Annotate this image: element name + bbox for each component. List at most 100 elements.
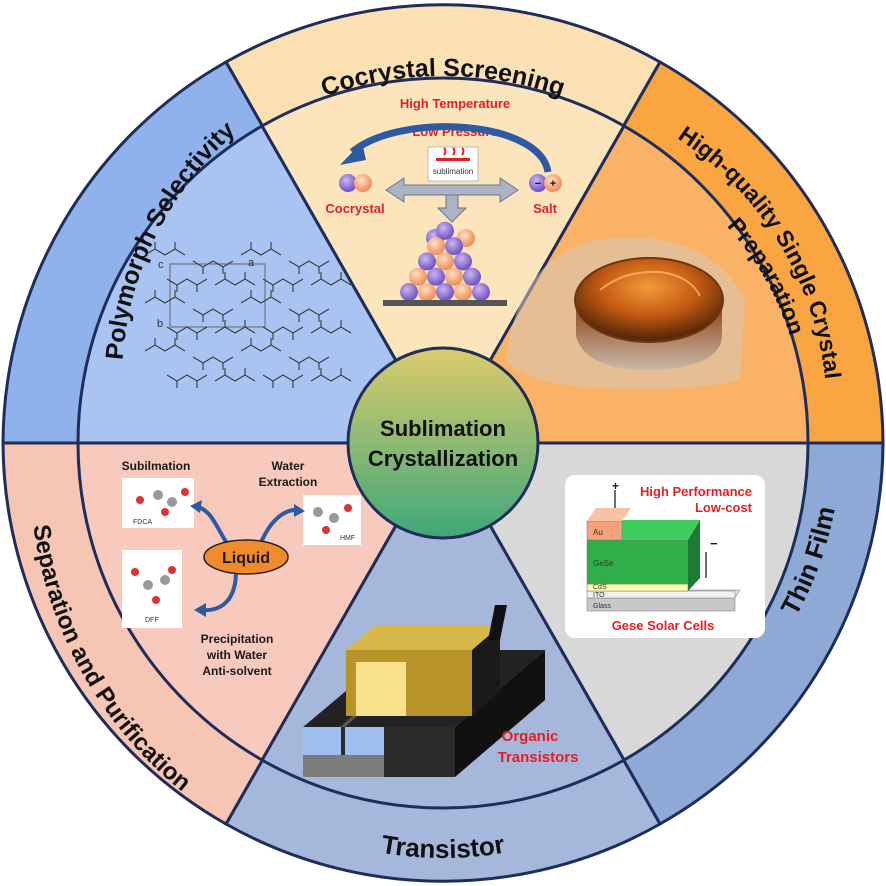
cocrystal-molecule-b <box>354 174 372 192</box>
heat-waves-icon <box>443 147 465 156</box>
crystal-top <box>574 257 724 343</box>
au-top <box>587 508 631 521</box>
dff-molecule-card <box>122 550 182 628</box>
lattice-molecule <box>144 338 186 352</box>
arrow-to-dff-head <box>194 603 206 617</box>
with-water-label: with Water <box>206 648 268 662</box>
transistor-illustration: Organic Transistors <box>303 605 578 777</box>
lattice-molecule <box>214 320 256 334</box>
lattice-molecule <box>310 272 352 286</box>
precipitation-label: Precipitation <box>201 632 274 646</box>
double-arrow <box>385 177 519 203</box>
pyramid-molecule <box>409 267 427 286</box>
pyramid-molecule <box>454 283 472 301</box>
salt-label: Salt <box>533 201 558 216</box>
lattice-molecule <box>240 290 282 304</box>
sublimation-icon-label: sublimation <box>433 167 473 176</box>
cocrystal-illustration: High Temperature Low Pressure sublimatio… <box>325 96 562 306</box>
gate-side <box>472 626 500 716</box>
panel-polymorph <box>76 123 446 445</box>
gate-pillar <box>488 605 507 640</box>
water-label: Water <box>272 459 305 473</box>
pyramid-molecule <box>436 283 454 301</box>
plus-sign-icon: + <box>550 178 556 190</box>
hmf-atom <box>322 526 330 534</box>
source-electrode <box>303 727 341 755</box>
hmf-atom <box>313 507 323 517</box>
fdca-label: FDCA <box>133 519 152 526</box>
liquid-label: Liquid <box>222 550 270 567</box>
ring-label-transistor: Transistor <box>379 829 506 864</box>
lattice-molecule <box>166 278 208 292</box>
channel-side <box>455 650 545 777</box>
pyramid-molecule <box>418 252 436 271</box>
lattice-molecule <box>192 356 234 370</box>
pyramid-molecule <box>436 252 454 271</box>
high-performance-label: High Performance <box>640 484 752 499</box>
separation-illustration: Subilmation Water Extraction FDCA HMF Li… <box>122 459 361 678</box>
gate-window <box>356 662 406 716</box>
cds-label: CdS <box>593 584 607 591</box>
pyramid-molecule <box>445 237 463 256</box>
pyramid-molecule <box>427 237 445 256</box>
fdca-atom <box>167 497 177 507</box>
center-title-line2: Crystallization <box>368 446 518 471</box>
curved-arrow <box>349 123 552 173</box>
sublimation-label: Subilmation <box>122 459 191 473</box>
salt-cation <box>544 174 562 192</box>
fdca-molecule-card <box>122 478 194 528</box>
dff-atom <box>131 568 139 576</box>
lattice-molecule <box>192 308 234 322</box>
hmf-atom <box>329 513 339 523</box>
sublimation-icon <box>427 146 479 182</box>
cocrystal-label: Cocrystal <box>325 201 384 216</box>
axis-label-b: b <box>157 318 163 330</box>
arrow-to-hmf-head <box>294 504 305 517</box>
salt-anion <box>529 174 547 192</box>
lattice-molecule <box>262 326 304 340</box>
pyramid-molecule <box>463 267 481 286</box>
heat-bar-icon <box>436 158 470 161</box>
gese-side <box>688 520 700 591</box>
ito-layer <box>586 590 736 599</box>
glass-label: Glass <box>593 603 611 610</box>
pyramid-molecule <box>400 283 418 301</box>
lattice-molecule <box>310 320 352 334</box>
dff-atom <box>160 575 170 585</box>
minus-sign-icon: − <box>535 178 541 190</box>
plus-terminal-icon: + <box>612 479 619 493</box>
organic-label: Organic <box>502 728 559 745</box>
dff-label: DFF <box>145 617 159 624</box>
gese-label: GeSe <box>593 559 614 568</box>
pyramid-molecule <box>427 267 445 286</box>
pyramid-molecule <box>454 252 472 271</box>
lattice-molecule <box>214 272 256 286</box>
hmf-label: HMF <box>340 535 355 542</box>
center-circle <box>346 346 540 540</box>
dff-atom <box>152 596 160 604</box>
pyramid-molecule <box>436 221 454 240</box>
anti-solvent-label: Anti-solvent <box>202 664 271 678</box>
axis-label-c: c <box>158 259 164 271</box>
lattice-molecule <box>240 242 282 256</box>
down-arrow <box>436 194 468 223</box>
axis-label-a: a <box>248 257 255 269</box>
polymorph-illustration: c a b <box>144 242 352 388</box>
fdca-atom <box>161 508 169 516</box>
dff-atom <box>168 566 176 574</box>
center-hub: Sublimation Crystallization <box>346 346 540 540</box>
hmf-atom <box>344 504 352 512</box>
lattice-molecule <box>166 374 208 388</box>
curved-arrow-head <box>340 142 366 165</box>
lattice-molecule <box>262 278 304 292</box>
lattice-molecule <box>192 260 234 274</box>
pyramid-molecule <box>472 283 490 301</box>
lattice-molecule <box>262 374 304 388</box>
lattice-molecule <box>214 368 256 382</box>
ito-label: ITO <box>593 592 605 599</box>
thin-film-illustration: + − Au GeSe CdS ITO Glass High Performan… <box>565 475 765 638</box>
single-crystal-illustration <box>506 237 745 389</box>
au-label: Au <box>593 528 603 537</box>
